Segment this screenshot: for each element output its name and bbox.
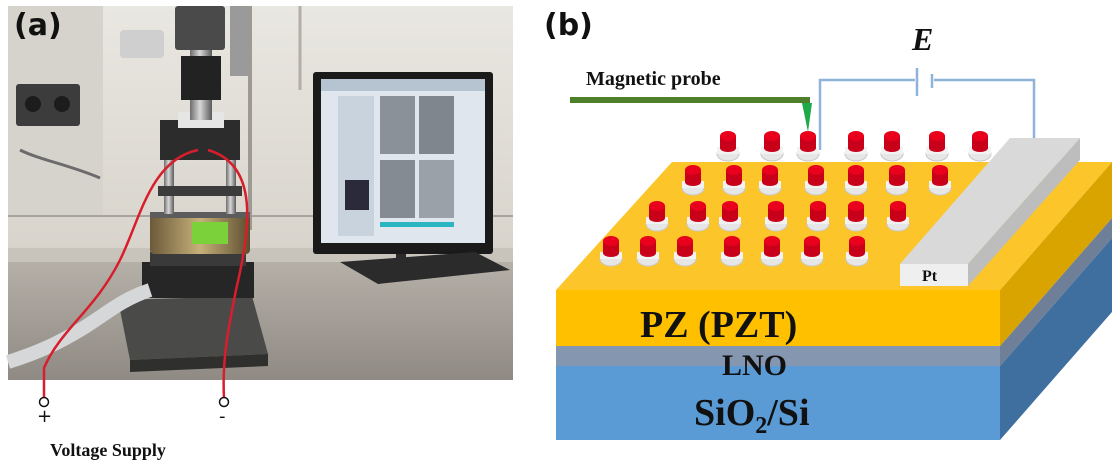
layer-stack: Pt (556, 138, 1112, 440)
magnetic-probe-tip (802, 103, 812, 132)
negative-terminal-icon (218, 396, 230, 408)
nanodot (886, 201, 910, 232)
magnetic-probe-cantilever (570, 97, 810, 103)
pzt-layer-label: PZ (PZT) (640, 304, 797, 346)
nanodot (645, 201, 669, 232)
nanodot (636, 236, 660, 267)
panel-a-label: (a) (14, 8, 62, 43)
nanodot (928, 165, 952, 196)
pt-electrode-side (968, 138, 1080, 286)
nanodot (686, 201, 710, 232)
pzt-side (1000, 162, 1112, 346)
substrate-front (556, 366, 1000, 440)
electric-field-symbol: E (911, 21, 933, 57)
lno-side (1000, 218, 1112, 366)
nanodot (673, 236, 697, 267)
panel-b-label: (b) (544, 8, 593, 43)
nanodot (800, 236, 824, 267)
nanodot-array (599, 131, 992, 267)
nanodot (885, 165, 909, 196)
nanodot (722, 165, 746, 196)
pt-electrode-top (900, 138, 1080, 264)
nanodot (844, 131, 868, 162)
nanodot (804, 165, 828, 196)
substrate-layer-label: SiO2/Si (694, 392, 810, 439)
pzt-front (556, 290, 1000, 346)
pt-electrode-front (900, 264, 968, 286)
lno-front (556, 346, 1000, 366)
substrate-side (1000, 238, 1112, 440)
nanodot (599, 236, 623, 267)
lno-layer-label: LNO (722, 349, 787, 382)
panel-a: (a) + - Voltage Supply (5, 6, 513, 460)
nanodot (716, 131, 740, 162)
magnetic-probe-label: Magnetic probe (586, 68, 721, 90)
nanodot (718, 201, 742, 232)
nanodot (760, 236, 784, 267)
nanodot (758, 165, 782, 196)
nanodot (764, 201, 788, 232)
nanodot (844, 201, 868, 232)
nanodot (925, 131, 949, 162)
nanodot (844, 165, 868, 196)
voltage-supply-label: Voltage Supply (50, 440, 166, 460)
circuit-wire (818, 68, 1036, 152)
nanodot (968, 131, 992, 162)
nanodot (806, 201, 830, 232)
minus-sign: - (219, 406, 226, 427)
nanodot (760, 131, 784, 162)
nanodot (681, 165, 705, 196)
nanodot (845, 236, 869, 267)
panel-b: (b) E Pt (544, 8, 1112, 440)
pt-label: Pt (922, 268, 938, 285)
plus-sign: + (37, 406, 52, 427)
nanodot (796, 131, 820, 162)
nanodot (720, 236, 744, 267)
lab-photo (5, 6, 513, 399)
nanodot (880, 131, 904, 162)
positive-terminal-icon (38, 396, 50, 408)
